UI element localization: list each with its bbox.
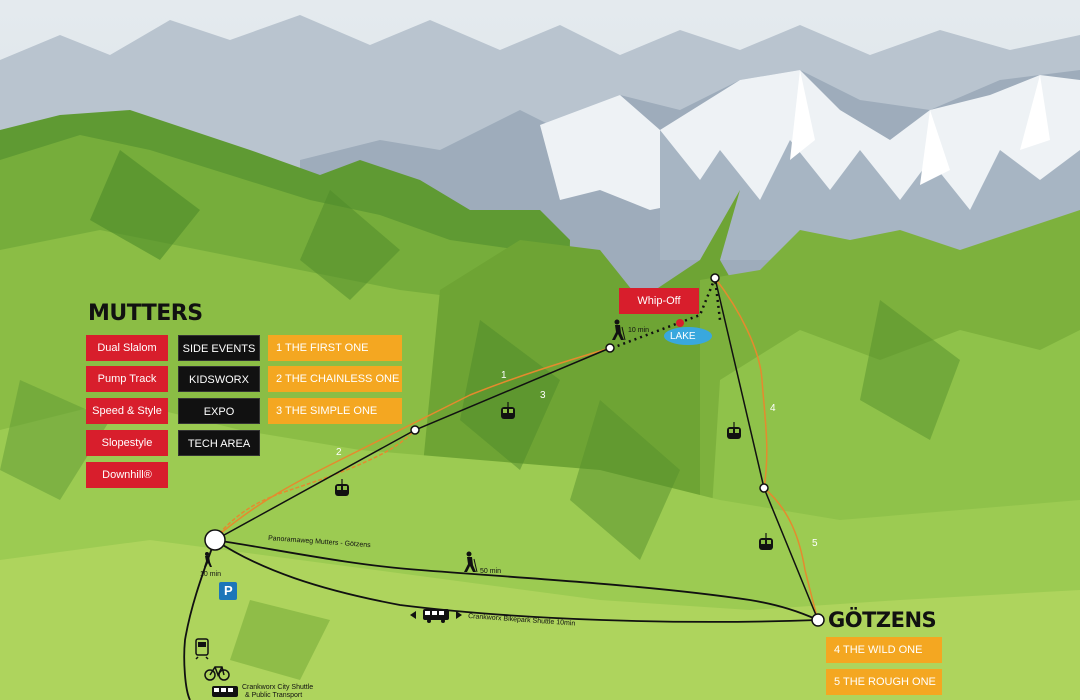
trail-number-4: 4 <box>770 403 776 414</box>
station-mid[interactable] <box>410 425 420 435</box>
trail-button-1[interactable]: 1 THE FIRST ONE <box>268 335 402 361</box>
bus-icon <box>212 686 238 697</box>
parking-icon <box>219 582 237 600</box>
whipoff-button[interactable]: Whip-Off <box>619 288 699 314</box>
walk-time-top: 10 min <box>628 327 650 334</box>
gondola-icon <box>501 402 515 419</box>
expo-button[interactable]: EXPO <box>178 398 260 424</box>
hiker-icon <box>204 552 212 567</box>
trail-number-3: 3 <box>540 390 546 401</box>
gondola-icon <box>335 479 349 496</box>
station-gotzens-mid[interactable] <box>759 483 769 493</box>
event-slopestyle[interactable]: Slopestyle <box>86 430 168 456</box>
bike-icon <box>204 666 230 681</box>
trail-5 <box>763 487 819 621</box>
event-speed-style[interactable]: Speed & Style <box>86 398 168 424</box>
side-events-button[interactable]: SIDE EVENTS <box>178 335 260 361</box>
lake <box>664 327 712 345</box>
station-gotzens-top[interactable] <box>710 273 720 283</box>
trail-number-2: 2 <box>336 447 342 458</box>
station-mutters[interactable] <box>204 529 226 551</box>
event-downhill[interactable]: Downhill® <box>86 462 168 488</box>
road-city <box>183 539 216 700</box>
trail-number-5: 5 <box>812 538 818 549</box>
parking-label: P <box>224 583 233 598</box>
trail-button-3[interactable]: 3 THE SIMPLE ONE <box>268 398 402 424</box>
bus-icon <box>423 609 449 623</box>
gondola-icon <box>727 422 741 439</box>
city-shuttle-label: Crankworx City Shuttle <box>242 684 314 691</box>
tram-icon <box>195 638 209 660</box>
hiker-icon <box>464 551 478 573</box>
lake-label: LAKE <box>670 331 696 342</box>
trail-button-5[interactable]: 5 THE ROUGH ONE <box>826 669 942 695</box>
arrow-right-icon <box>456 611 462 619</box>
trail-4 <box>714 277 768 489</box>
walk-time-mutters: 10 min <box>200 571 222 578</box>
trail-2 <box>214 429 416 539</box>
walk-time-mid: 50 min <box>480 568 502 575</box>
event-dual-slalom[interactable]: Dual Slalom <box>86 335 168 361</box>
trail-1 <box>214 347 611 539</box>
station-top[interactable] <box>605 343 615 353</box>
mutters-title: MUTTERS <box>88 301 203 326</box>
hiker-icon <box>612 319 626 341</box>
road-panoramaweg <box>214 539 819 621</box>
trail-number-1: 1 <box>501 370 507 381</box>
arrow-left-icon <box>410 611 416 619</box>
station-gotzens[interactable] <box>811 613 825 627</box>
event-pump-track[interactable]: Pump Track <box>86 366 168 392</box>
tech-area-button[interactable]: TECH AREA <box>178 430 260 456</box>
whipoff-marker <box>676 319 684 327</box>
trail-button-2[interactable]: 2 THE CHAINLESS ONE <box>268 366 402 392</box>
public-transport-label: & Public Transport <box>245 692 303 699</box>
trail-button-4[interactable]: 4 THE WILD ONE <box>826 637 942 663</box>
kidsworx-button[interactable]: KIDSWORX <box>178 366 260 392</box>
gondola-icon <box>759 533 773 550</box>
gotzens-title: GÖTZENS <box>828 608 937 632</box>
